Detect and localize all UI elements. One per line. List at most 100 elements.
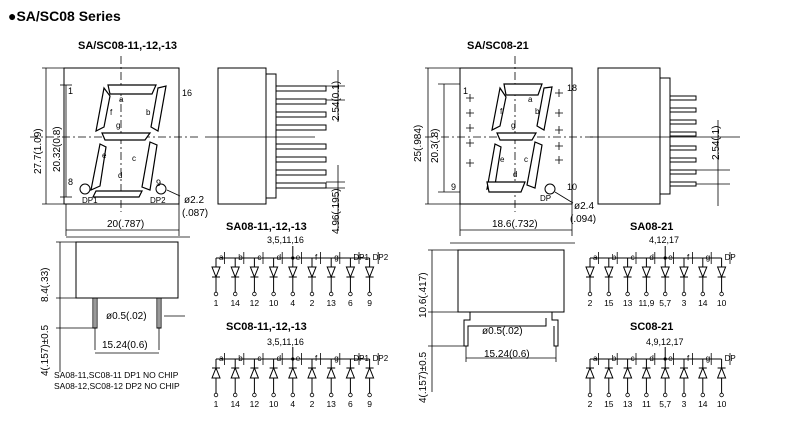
segment-label-e: e (296, 354, 301, 363)
diode-d (268, 266, 279, 279)
pin-terminal (252, 392, 257, 398)
left-pin16-label: 16 (182, 88, 193, 98)
pin-terminal (290, 291, 295, 297)
segment-label-c: c (631, 253, 635, 262)
right-seg-b: b (535, 107, 540, 116)
segment-label-g: g (706, 253, 710, 262)
left-side-view (205, 67, 345, 230)
right-side-h-dim: 10.6(.417) (418, 272, 429, 318)
pin-number: 15 (604, 298, 614, 308)
left-seg-e: e (102, 151, 107, 160)
diode-f (307, 266, 317, 279)
pin-number: 12 (250, 298, 260, 308)
segment-label-e: e (668, 253, 673, 262)
pin-number: 1 (214, 298, 219, 308)
segment-label-DP1: DP1 (353, 253, 369, 262)
left-width-dim: 20(.787) (107, 219, 145, 230)
diode-b (604, 366, 614, 379)
segment-label-d: d (277, 253, 281, 262)
pin-terminal (271, 392, 276, 398)
pin-number: 1 (214, 399, 219, 409)
circuit-common-sc08-21: 4,9,12,17 (646, 337, 684, 347)
diode-e (660, 366, 670, 379)
segment-label-f: f (687, 253, 690, 262)
pin-number: 14 (698, 399, 708, 409)
pin-number: 13 (326, 298, 336, 308)
left-dp2-label: DP2 (150, 196, 166, 205)
left-model-title: SA/SC08-11,-12,-13 (78, 40, 178, 52)
segment-label-a: a (219, 354, 224, 363)
diode-DP2 (364, 366, 375, 379)
right-hole-dim: ø2.4 (574, 201, 595, 212)
segment-label-d: d (649, 253, 653, 262)
segment-label-a: a (593, 354, 598, 363)
circuit-title-sc08-1x: SC08-11,-12,-13 (226, 321, 307, 333)
pin-number: 6 (348, 298, 353, 308)
diode-DP1 (345, 366, 356, 379)
pin-terminal (606, 291, 611, 297)
diode-b (230, 266, 240, 279)
segment-label-g: g (706, 354, 710, 363)
diode-g (698, 366, 708, 379)
segment-label-b: b (238, 253, 243, 262)
right-pin18-label: 18 (567, 83, 578, 93)
diode-f (679, 366, 689, 379)
pin-terminal (644, 392, 649, 398)
segment-label-d: d (649, 354, 653, 363)
pin-terminal (213, 392, 219, 398)
pin-number: 13 (623, 399, 633, 409)
pin-number: 9 (367, 399, 372, 409)
right-front-plus-marks (466, 89, 563, 167)
pin-terminal (213, 291, 219, 297)
left-depth-dim: 4.96(.195) (331, 188, 342, 234)
diode-a (585, 366, 595, 379)
segment-label-a: a (593, 253, 598, 262)
left-seg-d: d (118, 171, 123, 180)
pin-terminal (232, 291, 238, 297)
pin-number: 10 (269, 298, 279, 308)
pin-number: 10 (269, 399, 279, 409)
pin-number: 11 (642, 399, 651, 409)
pin-number: 14 (230, 399, 240, 409)
diode-f (679, 266, 689, 279)
left-seg-g: g (116, 121, 121, 130)
right-side-pins (669, 95, 697, 187)
segment-label-b: b (612, 354, 617, 363)
pin-terminal (367, 291, 372, 297)
segment-label-a: a (219, 253, 224, 262)
segment-label-DP2: DP2 (373, 354, 389, 363)
pin-number: 2 (588, 399, 593, 409)
diode-g (326, 366, 336, 379)
segment-label-b: b (612, 253, 617, 262)
pin-number: 9 (367, 298, 372, 308)
pin-terminal (348, 392, 353, 398)
diode-c (249, 266, 260, 279)
right-hole-inch: (.094) (570, 214, 597, 225)
right-digit-dim: 20.3(.8) (430, 128, 441, 163)
right-seg-d: d (513, 170, 518, 179)
right-seg-g: g (511, 121, 516, 130)
diode-a (585, 266, 595, 279)
left-pitch-dim: 2.54(0.1) (331, 80, 342, 121)
note-line-1: SA08-11,SC08-11 DP1 NO CHIP (54, 370, 179, 380)
right-pin1-label: 1 (463, 86, 469, 96)
circuit-common-sa08-21: 4,12,17 (649, 235, 680, 245)
diode-c (622, 266, 633, 279)
segment-label-f: f (687, 354, 690, 363)
pin-terminal (700, 291, 705, 297)
right-side-view (590, 67, 740, 206)
pin-number: 10 (717, 298, 727, 308)
segment-label-g: g (334, 354, 338, 363)
pin-number: 4 (290, 298, 295, 308)
right-height-dim: 25(.984) (413, 124, 424, 162)
left-seg-c: c (132, 154, 136, 163)
pin-terminal (606, 392, 611, 398)
circuit-title-sc08-21: SC08-21 (630, 321, 674, 333)
right-seg-e: e (500, 155, 505, 164)
left-seg-a: a (119, 95, 124, 104)
pin-terminal (719, 291, 724, 297)
left-hole-inch: (.087) (182, 208, 209, 219)
pin-number: 2 (588, 298, 593, 308)
segment-label-d: d (277, 354, 281, 363)
